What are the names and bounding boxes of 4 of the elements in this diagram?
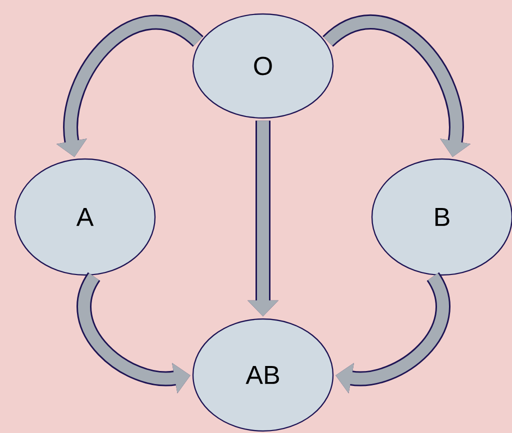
ellipse-node: O	[192, 13, 334, 119]
ellipse-node: A	[14, 158, 156, 276]
ellipse-node: AB	[192, 318, 334, 432]
ellipse-node: B	[371, 158, 512, 276]
